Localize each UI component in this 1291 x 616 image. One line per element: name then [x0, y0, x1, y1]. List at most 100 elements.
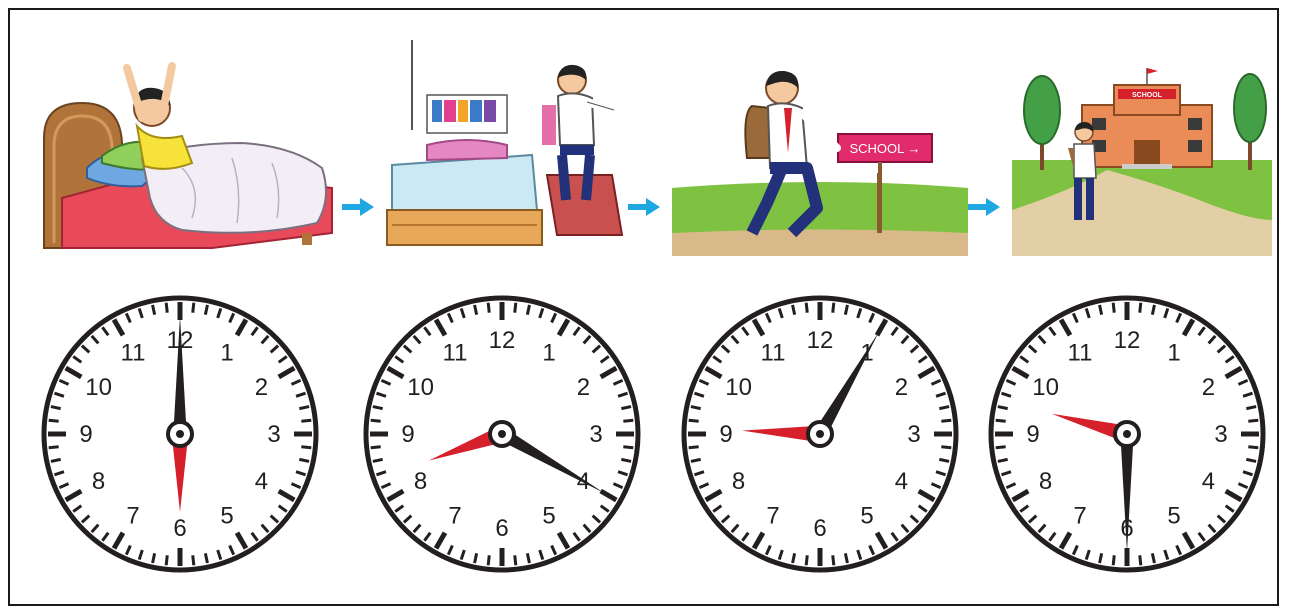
minute-tick: [806, 555, 807, 565]
minute-tick: [1100, 553, 1102, 563]
minute-tick: [833, 555, 834, 565]
minute-tick: [1246, 407, 1256, 409]
minute-tick: [691, 459, 701, 461]
clock-numeral: 9: [1026, 421, 1039, 448]
minute-tick: [806, 303, 807, 313]
minute-tick: [475, 553, 477, 563]
clock-numeral: 6: [813, 515, 826, 542]
clock-numeral: 9: [401, 421, 414, 448]
minute-tick: [1152, 305, 1154, 315]
minute-tick: [833, 303, 834, 313]
clock-numeral: 4: [895, 468, 908, 495]
minute-tick: [299, 407, 309, 409]
clock-numeral: 1: [542, 340, 555, 367]
minute-tick: [193, 303, 194, 313]
minute-tick: [845, 305, 847, 315]
clock-numeral: 3: [1214, 421, 1227, 448]
arrow-right-icon: [340, 196, 376, 218]
clock-numeral: 7: [1073, 502, 1086, 529]
clock-numeral: 8: [1039, 468, 1052, 495]
clock-numeral: 11: [761, 340, 786, 367]
minute-tick: [996, 420, 1006, 421]
minute-tick: [205, 553, 207, 563]
minute-tick: [49, 420, 59, 421]
minute-tick: [941, 447, 951, 448]
minute-tick: [1152, 553, 1154, 563]
minute-tick: [998, 407, 1008, 409]
minute-tick: [166, 555, 167, 565]
minute-tick: [515, 303, 516, 313]
minute-tick: [371, 420, 381, 421]
minute-tick: [515, 555, 516, 565]
clock-numeral: 5: [542, 502, 555, 529]
clock-numeral: 8: [92, 468, 105, 495]
arrow-right-icon: [626, 196, 662, 218]
minute-tick: [527, 305, 529, 315]
clock-numeral: 7: [126, 502, 139, 529]
clock-numeral: 2: [895, 374, 908, 401]
minute-tick: [691, 407, 701, 409]
clock-face: 121234567891011: [981, 288, 1273, 580]
clock-center-dot: [1123, 430, 1131, 438]
clock-face: 121234567891011: [34, 288, 326, 580]
arrow-right-icon: [966, 196, 1002, 218]
clock-numeral: 10: [85, 374, 112, 401]
minute-tick: [373, 407, 383, 409]
clock-numeral: 4: [1202, 468, 1215, 495]
minute-tick: [527, 553, 529, 563]
clock-numeral: 9: [719, 421, 732, 448]
clock-numeral: 1: [220, 340, 233, 367]
minute-tick: [153, 305, 155, 315]
clock-numeral: 2: [1202, 374, 1215, 401]
clock-numeral: 12: [1114, 327, 1141, 354]
clock-numeral: 12: [807, 327, 834, 354]
clock-numeral: 7: [448, 502, 461, 529]
clock-numeral: 11: [121, 340, 146, 367]
minute-tick: [488, 555, 489, 565]
scene-wake-up: [32, 48, 336, 258]
clock-face: 121234567891011: [674, 288, 966, 580]
minute-tick: [621, 407, 631, 409]
clock-numeral: 11: [443, 340, 468, 367]
clock-numeral: 10: [1032, 374, 1059, 401]
minute-tick: [51, 459, 61, 461]
minute-tick: [845, 553, 847, 563]
clock-numeral: 2: [577, 374, 590, 401]
clock-numeral: 9: [79, 421, 92, 448]
minute-tick: [689, 420, 699, 421]
minute-tick: [301, 420, 311, 421]
minute-tick: [623, 420, 633, 421]
clock-numeral: 7: [766, 502, 779, 529]
scene-walk-to-school: SCHOOL →: [672, 58, 968, 256]
clock-numeral: 6: [173, 515, 186, 542]
minute-tick: [49, 447, 59, 448]
minute-tick: [941, 420, 951, 421]
minute-tick: [1248, 420, 1258, 421]
clock-numeral: 5: [1167, 502, 1180, 529]
minute-tick: [1100, 305, 1102, 315]
clock-numeral: 4: [255, 468, 268, 495]
minute-tick: [371, 447, 381, 448]
building-sign-text: SCHOOL: [1132, 92, 1163, 99]
clock-center-dot: [816, 430, 824, 438]
minute-tick: [373, 459, 383, 461]
clock-face: 121234567891011: [356, 288, 648, 580]
minute-tick: [998, 459, 1008, 461]
minute-tick: [793, 305, 795, 315]
clock-numeral: 5: [220, 502, 233, 529]
minute-tick: [153, 553, 155, 563]
clock-center-dot: [176, 430, 184, 438]
clock-numeral: 3: [267, 421, 280, 448]
minute-tick: [475, 305, 477, 315]
minute-tick: [1140, 303, 1141, 313]
clock-numeral: 6: [495, 515, 508, 542]
minute-tick: [793, 553, 795, 563]
clock-numeral: 10: [407, 374, 434, 401]
minute-tick: [623, 447, 633, 448]
minute-tick: [301, 447, 311, 448]
worksheet-frame: SCHOOL → SCHOOL: [8, 8, 1279, 606]
minute-tick: [205, 305, 207, 315]
minute-tick: [299, 459, 309, 461]
minute-tick: [51, 407, 61, 409]
minute-tick: [1248, 447, 1258, 448]
